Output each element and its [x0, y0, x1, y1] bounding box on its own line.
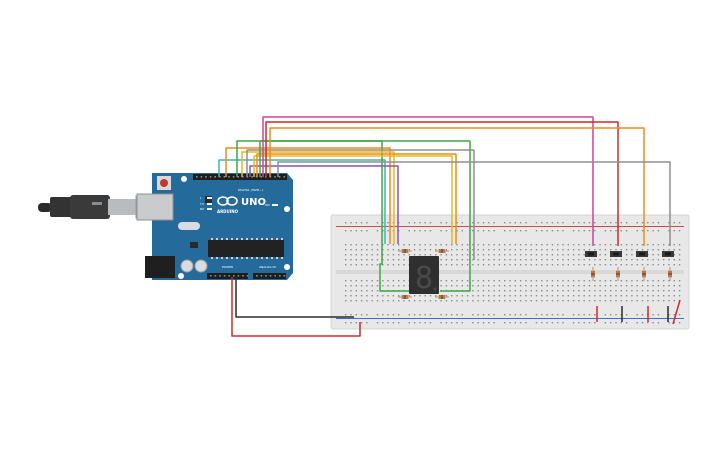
push-buttons	[585, 251, 674, 257]
wire-gray-2	[277, 161, 671, 246]
digital-header[interactable]	[193, 174, 287, 180]
model-label: UNO	[241, 197, 266, 208]
resistor-top-right	[435, 249, 449, 253]
wire-orange-3	[269, 127, 645, 246]
resistor-button-1	[591, 267, 595, 281]
wire-magenta	[262, 116, 594, 246]
usb-cable	[38, 195, 171, 219]
wire-yellow-1	[241, 151, 395, 244]
wires	[218, 116, 681, 337]
wire-green-1	[236, 140, 412, 292]
resistor-button-4	[668, 267, 672, 281]
arduino-logo-icon	[217, 196, 238, 206]
power-header[interactable]	[207, 273, 248, 279]
wire-yellow-2	[253, 155, 453, 244]
power-jack	[145, 256, 175, 278]
brand-label: ARDUINO	[217, 209, 239, 214]
wire-green-2	[259, 140, 471, 292]
tx-label: TX	[199, 202, 204, 206]
analog-header[interactable]	[253, 273, 286, 279]
wire-red-1	[265, 121, 619, 246]
push-button-3[interactable]	[636, 251, 648, 257]
wire-purple	[249, 165, 399, 244]
digital-label: DIGITAL (PWM~)	[238, 188, 263, 192]
l-label: L	[200, 196, 202, 200]
arduino-uno-board: UNO ARDUINO DIGITAL (PWM~) POWER ANALOG …	[136, 173, 293, 280]
push-button-2[interactable]	[610, 251, 622, 257]
power-label: POWER	[222, 265, 233, 269]
wire-red-power	[231, 277, 361, 337]
on-label: ON	[265, 203, 270, 207]
resistor-bottom-right	[435, 295, 449, 299]
wire-teal	[218, 159, 386, 244]
resistor-bottom-left	[398, 295, 412, 299]
resistors	[398, 249, 672, 299]
wire-orange-2	[256, 153, 457, 244]
analog-label: ANALOG IN	[259, 265, 276, 269]
wire-orange-1	[225, 147, 391, 244]
breadboard	[330, 214, 690, 330]
push-button-1[interactable]	[585, 251, 597, 257]
seven-segment-display: 8	[409, 256, 439, 296]
rx-label: RX	[200, 207, 204, 211]
resistor-button-3	[642, 267, 646, 281]
resistor-button-2	[616, 267, 620, 281]
atmega-chip	[208, 240, 284, 257]
display-digit: 8	[415, 261, 433, 296]
push-button-4[interactable]	[662, 251, 674, 257]
header-holes	[196, 176, 286, 277]
resistor-top-left	[398, 249, 412, 253]
chip-pins	[211, 238, 283, 259]
usb-jack	[136, 193, 174, 221]
wire-gray-1	[246, 149, 475, 260]
wire-black-ground	[235, 277, 354, 318]
